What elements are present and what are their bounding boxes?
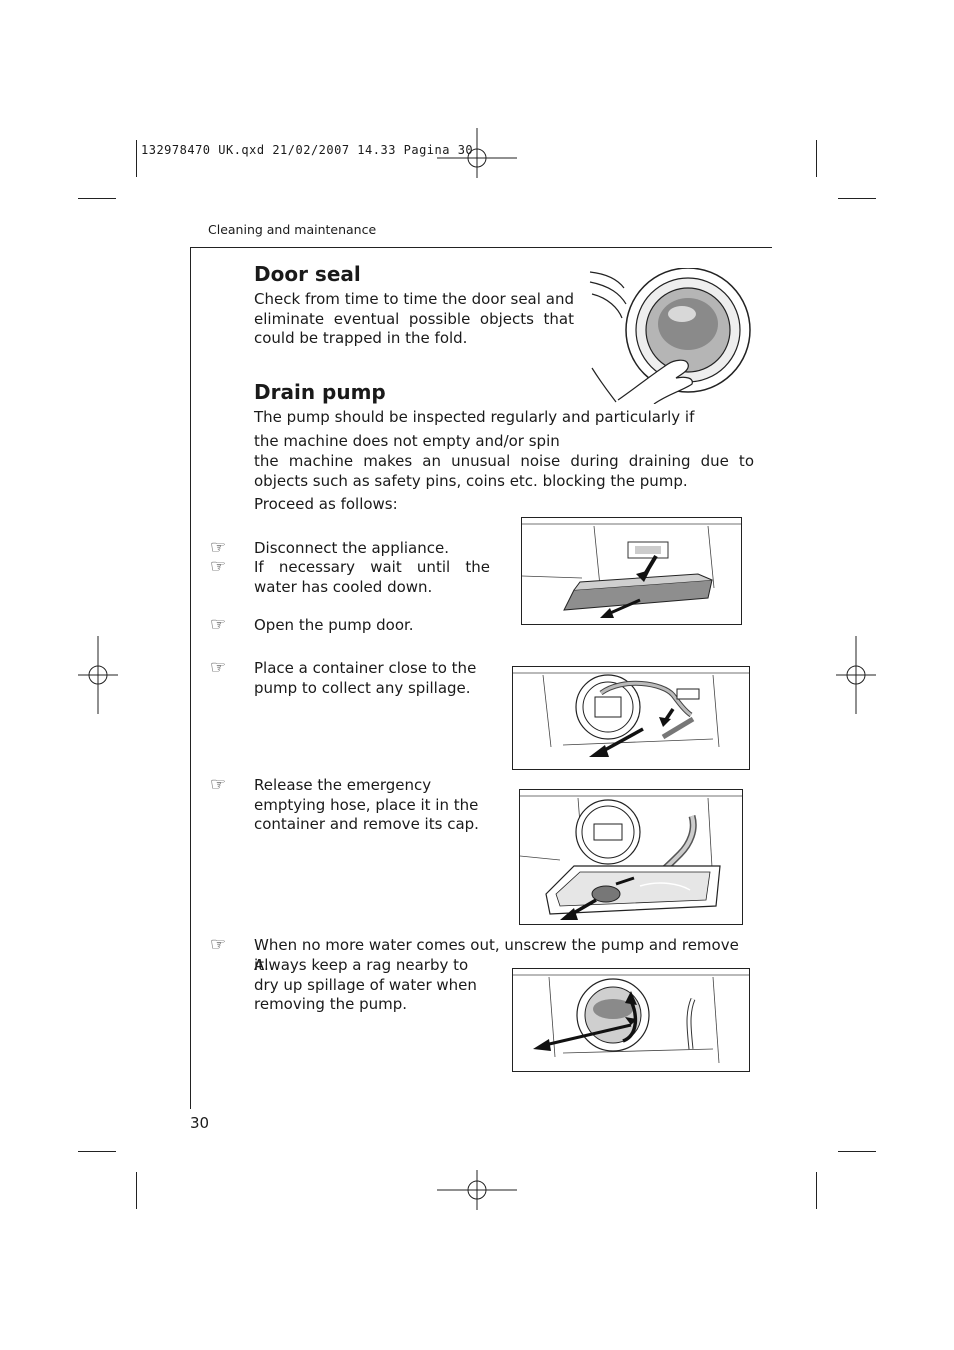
drain-pump-intro: The pump should be inspected regularly a…	[254, 408, 695, 426]
figure-place-container	[512, 666, 750, 770]
figure-open-pump-door	[521, 517, 742, 625]
proceed-label: Proceed as follows:	[254, 495, 398, 513]
drain-pump-heading: Drain pump	[254, 380, 386, 404]
pointing-hand-icon: ☞	[210, 657, 227, 678]
door-seal-heading: Door seal	[254, 262, 361, 286]
drain-pump-condition-1: the machine does not empty and/or spin	[254, 432, 560, 450]
figure-release-hose	[519, 789, 743, 925]
margin-rule	[190, 247, 191, 1109]
registration-mark-right	[836, 636, 876, 714]
section-label: Cleaning and maintenance	[208, 222, 377, 237]
pointing-hand-icon: ☞	[210, 537, 227, 558]
pointing-hand-icon: ☞	[210, 614, 227, 635]
pointing-hand-icon: ☞	[210, 556, 227, 577]
door-seal-text: Check from time to time the door seal an…	[254, 290, 574, 347]
step-unscrew-pump: When no more water comes out, unscrew th…	[254, 936, 739, 974]
pointing-hand-icon: ☞	[210, 934, 227, 955]
header-rule	[190, 247, 772, 248]
drain-pump-condition-2: the machine makes an unusual noise durin…	[254, 452, 754, 490]
rag-note: Always keep a rag nearby to dry up spill…	[254, 956, 477, 1013]
door-seal-illustration	[589, 268, 751, 404]
registration-mark-left	[78, 636, 118, 714]
print-slug: 132978470 UK.qxd 21/02/2007 14.33 Pagina…	[141, 143, 474, 157]
step-open-pump-door: Open the pump door.	[254, 616, 414, 634]
page-number: 30	[190, 1114, 210, 1132]
step-wait-cooling: If necessary wait until the water has co…	[254, 558, 490, 596]
registration-mark-bottom	[437, 1170, 517, 1210]
step-disconnect: Disconnect the appliance.	[254, 539, 449, 557]
registration-mark-top	[437, 128, 517, 178]
step-place-container: Place a container close to the pump to c…	[254, 659, 477, 697]
figure-unscrew-pump	[512, 968, 750, 1072]
pointing-hand-icon: ☞	[210, 774, 227, 795]
step-release-hose: Release the emergency emptying hose, pla…	[254, 776, 479, 833]
